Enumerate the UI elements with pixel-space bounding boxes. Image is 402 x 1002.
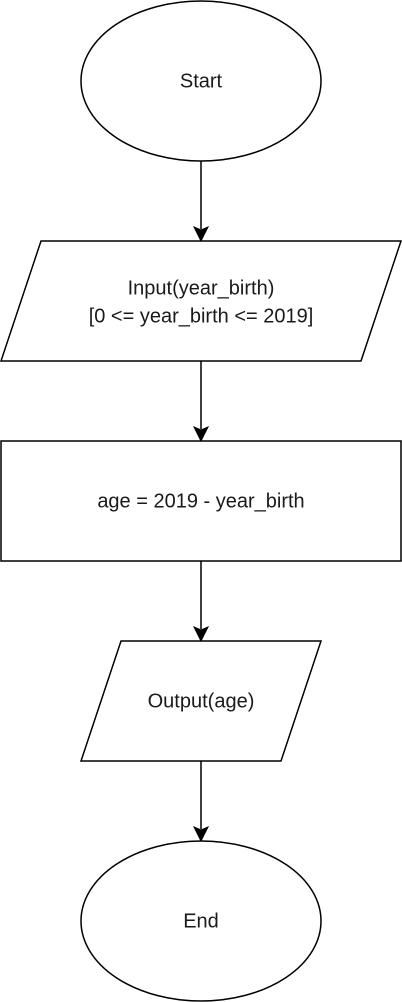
edge-input-to-process-arrowhead xyxy=(192,426,210,443)
edge-process-to-output-arrowhead xyxy=(192,626,210,643)
end-node-label: End xyxy=(183,910,219,932)
start-node: Start xyxy=(80,0,322,162)
process-node-label: age = 2019 - year_birth xyxy=(97,490,304,512)
output-node-label: Output(age) xyxy=(148,690,255,712)
end-node-shape xyxy=(80,840,322,1002)
edge-input-to-process xyxy=(192,361,210,443)
input-node-label-line2: [0 <= year_birth <= 2019] xyxy=(89,305,314,327)
start-node-label: Start xyxy=(180,70,223,92)
end-node: End xyxy=(80,840,322,1002)
edge-output-to-end-arrowhead xyxy=(192,826,210,843)
start-node-shape xyxy=(80,0,322,162)
output-node: Output(age) xyxy=(79,640,323,762)
edge-start-to-input-arrowhead xyxy=(192,226,210,243)
input-node-label-line1: Input(year_birth) xyxy=(128,277,275,299)
input-node: Input(year_birth) [0 <= year_birth <= 20… xyxy=(0,240,402,362)
input-node-shape xyxy=(0,240,402,362)
edge-process-to-output xyxy=(192,561,210,643)
process-node: age = 2019 - year_birth xyxy=(0,440,402,562)
process-node-shape xyxy=(0,440,402,562)
edge-output-to-end xyxy=(192,761,210,843)
output-node-shape xyxy=(79,640,323,762)
edge-start-to-input xyxy=(192,161,210,243)
